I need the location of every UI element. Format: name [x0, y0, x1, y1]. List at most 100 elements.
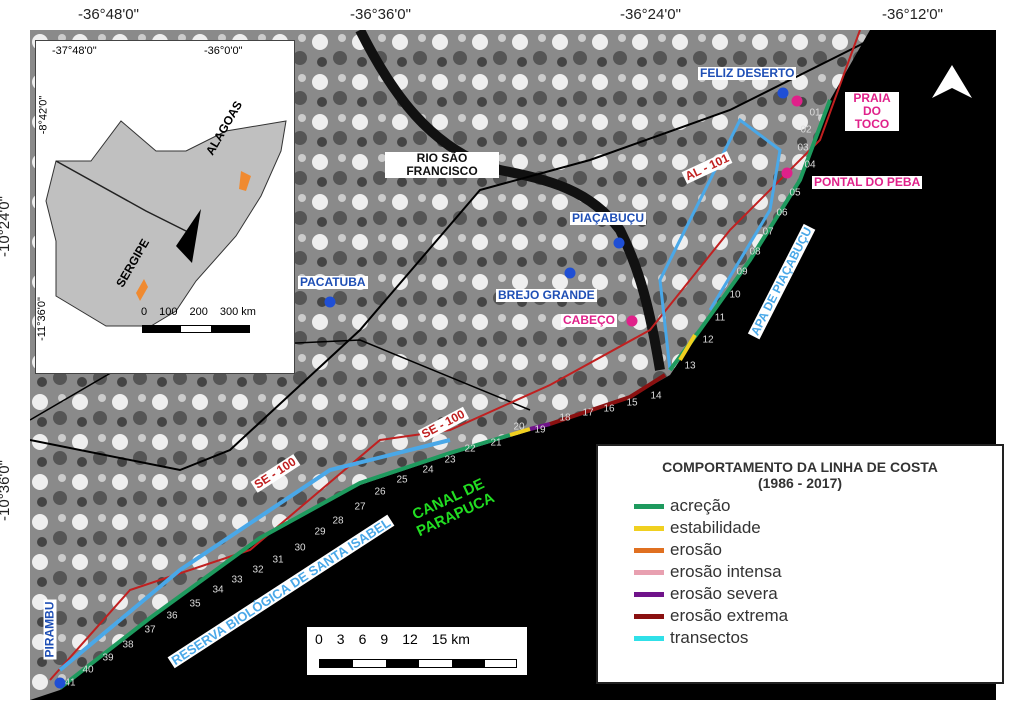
- place-label: PIAÇABUÇU: [570, 211, 646, 225]
- legend-swatch: [634, 613, 664, 619]
- transect-label: 40: [82, 664, 94, 676]
- transect-label: 22: [464, 443, 476, 455]
- river-label: RIO SÃO FRANCISCO: [385, 152, 499, 178]
- transect-label: 08: [749, 246, 761, 258]
- place-label: PACATUBA: [298, 275, 368, 289]
- pontal-do-peba-marker: [781, 167, 793, 179]
- legend-label: erosão: [670, 540, 722, 559]
- north-arrow: [932, 65, 972, 98]
- legend-period: (1986 - 2017): [757, 475, 843, 491]
- transect-label: 36: [166, 610, 178, 622]
- transect-label: 05: [789, 187, 801, 199]
- piacabucu-marker: [613, 237, 625, 249]
- legend-label: acreção: [670, 496, 731, 515]
- legend-label: erosão extrema: [670, 606, 789, 625]
- legend-label: erosão severa: [670, 584, 778, 603]
- legend-label: estabilidade: [670, 518, 761, 537]
- transect-label: 28: [332, 515, 344, 527]
- transect-label: 35: [189, 598, 201, 610]
- transect-label: 39: [102, 652, 114, 664]
- transect-label: 32: [252, 564, 264, 576]
- legend-item: acreção: [634, 495, 1002, 517]
- place-label: PIRAMBU: [42, 599, 57, 660]
- legend-label: erosão intensa: [670, 562, 782, 581]
- transect-label: 34: [212, 584, 224, 596]
- state-border: [30, 39, 871, 472]
- scale-tick: 0: [315, 631, 323, 647]
- scale-tick: 3: [336, 631, 345, 647]
- transect-label: 07: [762, 226, 774, 238]
- lon-label: -36°48'0": [78, 6, 139, 23]
- place-label: CABEÇO: [561, 313, 618, 327]
- apa-boundary: [658, 117, 782, 371]
- place-label: PRAIA DO TOCO: [845, 92, 899, 131]
- coastline-accretion: [58, 433, 511, 690]
- inset-map: -37°48'0" -36°0'0" -8°42'0" -11°36'0" AL…: [35, 40, 295, 374]
- transect-label: 38: [122, 639, 134, 651]
- legend-item: erosão: [634, 539, 1002, 561]
- legend-item: erosão intensa: [634, 561, 1002, 583]
- lon-label: -36°12'0": [882, 6, 943, 23]
- lat-label: -10°24'0": [0, 196, 13, 257]
- place-label: BREJO GRANDE: [496, 288, 597, 302]
- inset-scale-tick: 300 km: [219, 306, 256, 318]
- transect-label: 14: [650, 390, 662, 402]
- transect-label: 10: [729, 289, 741, 301]
- transect-label: 30: [294, 542, 306, 554]
- inset-lon: -37°48'0": [52, 45, 97, 57]
- transect-label: 25: [396, 474, 408, 486]
- reserva-boundary: [58, 438, 451, 672]
- lat-label: -10°36'0": [0, 460, 13, 521]
- scale-tick: 12: [402, 631, 418, 647]
- coastline-stable-north: [678, 333, 697, 362]
- river-sao-francisco: [355, 30, 665, 371]
- place-label: FELIZ DESERTO: [698, 66, 797, 80]
- transect-label: 17: [582, 407, 594, 419]
- legend-item: estabilidade: [634, 517, 1002, 539]
- transect-label: 29: [314, 526, 326, 538]
- legend-swatch: [634, 635, 664, 641]
- praia-do-toco-marker: [791, 95, 803, 107]
- coastline-extreme: [549, 373, 667, 426]
- inset-scale-tick: 0: [141, 306, 148, 318]
- transect-label: 20: [513, 421, 525, 433]
- coastline-severe: [529, 422, 551, 431]
- cabeco-marker: [626, 315, 638, 327]
- transect-label: 15: [626, 397, 638, 409]
- inset-scale-tick: 100: [159, 306, 178, 318]
- transect-label: 26: [374, 486, 386, 498]
- transect-label: 02: [800, 124, 812, 136]
- transect-label: 16: [603, 403, 615, 415]
- transect-label: 01: [809, 107, 821, 119]
- transect-label: 23: [444, 454, 456, 466]
- scale-tick: 6: [358, 631, 367, 647]
- transect-label: 24: [422, 464, 434, 476]
- legend-swatch: [634, 525, 664, 531]
- transect-label: 06: [776, 207, 788, 219]
- transect-label: 12: [702, 334, 714, 346]
- brejo-grande-marker: [564, 267, 576, 279]
- legend-item: erosão extrema: [634, 605, 1002, 627]
- pirambu-marker: [54, 677, 66, 689]
- legend-swatch: [634, 569, 664, 575]
- transect-label: 09: [736, 266, 748, 278]
- transect-label: 04: [804, 159, 816, 171]
- lon-label: -36°36'0": [350, 6, 411, 23]
- transect-label: 41: [64, 677, 76, 689]
- legend: COMPORTAMENTO DA LINHA DE COSTA (1986 - …: [596, 444, 1004, 684]
- transect-label: 27: [354, 501, 366, 513]
- transect-label: 13: [684, 360, 696, 372]
- inset-scale-tick: 200: [189, 306, 208, 318]
- scale-tick: 9: [380, 631, 389, 647]
- legend-item: transectos: [634, 627, 1002, 649]
- inset-states: [45, 120, 287, 327]
- legend-swatch: [634, 591, 664, 597]
- inset-scale-bar: [142, 325, 250, 333]
- legend-swatch: [634, 503, 664, 509]
- legend-item: erosão severa: [634, 583, 1002, 605]
- place-label: PONTAL DO PEBA: [812, 175, 923, 189]
- transect-label: 21: [490, 437, 502, 449]
- inset-lon: -36°0'0": [204, 45, 243, 57]
- coastline-stable: [509, 427, 531, 437]
